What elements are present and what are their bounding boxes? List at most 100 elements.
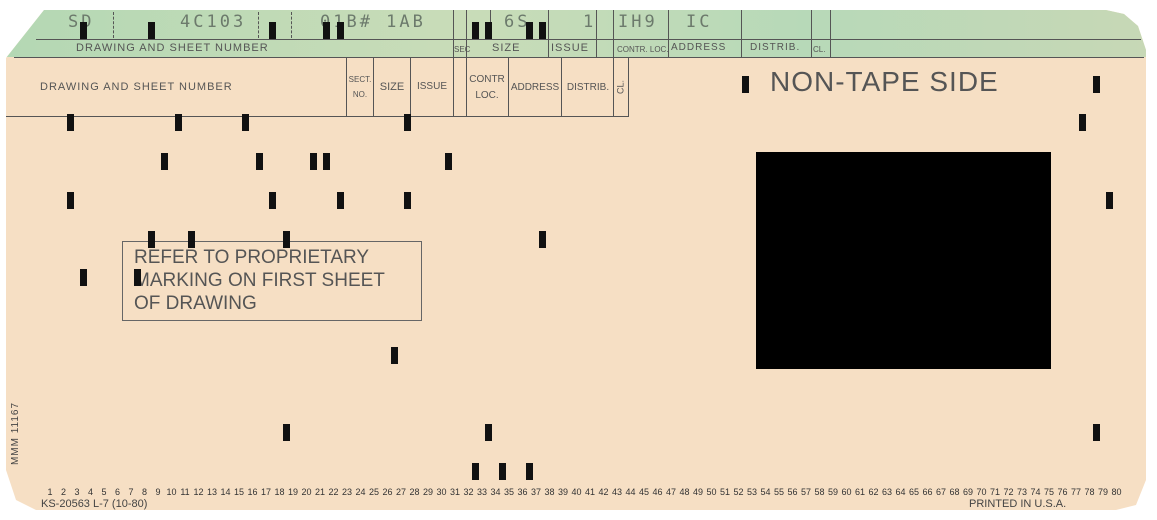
column-number: 40 <box>571 487 582 497</box>
field-divider <box>453 10 454 116</box>
column-number: 24 <box>355 487 366 497</box>
column-number: 16 <box>247 487 258 497</box>
field-divider <box>113 12 114 38</box>
column-number: 42 <box>598 487 609 497</box>
punch-hole <box>404 191 411 209</box>
field-divider <box>830 10 831 57</box>
column-number: 4 <box>87 487 93 497</box>
header-address: ADDRESS <box>510 82 560 93</box>
column-number: 21 <box>314 487 325 497</box>
band-label-distrib: DISTRIB. <box>750 42 801 53</box>
header-divider <box>628 57 629 116</box>
punch-hole <box>471 22 479 39</box>
interp-contr: IH9 <box>618 12 658 32</box>
field-divider <box>668 10 669 57</box>
column-number: 62 <box>868 487 879 497</box>
column-number: 48 <box>679 487 690 497</box>
header-sect: SECT. NO. <box>348 75 372 99</box>
column-number: 45 <box>638 487 649 497</box>
column-number: 33 <box>476 487 487 497</box>
column-number: 31 <box>449 487 460 497</box>
column-number: 56 <box>787 487 798 497</box>
header-divider <box>346 57 347 116</box>
column-number: 58 <box>814 487 825 497</box>
column-number: 65 <box>908 487 919 497</box>
column-number: 3 <box>74 487 80 497</box>
column-number: 54 <box>760 487 771 497</box>
field-divider <box>596 10 597 57</box>
band-label-drawing: DRAWING AND SHEET NUMBER <box>76 42 269 54</box>
punch-hole <box>309 153 317 171</box>
punch-hole <box>525 462 533 480</box>
field-divider <box>291 12 292 38</box>
film-aperture <box>756 152 1051 369</box>
band-rule <box>14 57 1144 58</box>
header-size: SIZE <box>379 81 405 93</box>
printed-in: PRINTED IN U.S.A. <box>969 498 1067 510</box>
punch-hole <box>269 22 276 39</box>
column-number: 27 <box>395 487 406 497</box>
column-number: 66 <box>922 487 933 497</box>
column-number: 79 <box>1097 487 1108 497</box>
column-number: 13 <box>206 487 217 497</box>
header-rule <box>6 116 629 117</box>
punch-hole <box>1092 424 1100 441</box>
punch-hole <box>323 22 330 39</box>
column-number: 64 <box>895 487 906 497</box>
punch-hole <box>1079 114 1086 132</box>
proprietary-notice: REFER TO PROPRIETARY MARKING ON FIRST SH… <box>122 241 422 321</box>
column-number: 41 <box>584 487 595 497</box>
column-number: 39 <box>557 487 568 497</box>
column-number: 12 <box>193 487 204 497</box>
column-number: 49 <box>692 487 703 497</box>
header-drawing: DRAWING AND SHEET NUMBER <box>40 81 233 93</box>
column-number: 11 <box>180 487 190 497</box>
punch-hole <box>539 230 546 248</box>
punch-hole <box>741 75 749 93</box>
column-number: 9 <box>155 487 161 497</box>
column-number: 37 <box>530 487 541 497</box>
form-id: KS-20563 L-7 (10-80) <box>41 498 148 510</box>
punch-hole <box>255 153 263 171</box>
band-label-contr: CONTR. LOC. <box>617 45 669 54</box>
band-label-size: SIZE <box>492 42 521 54</box>
column-number: 17 <box>260 487 271 497</box>
column-number: 10 <box>166 487 177 497</box>
punch-hole <box>323 153 330 171</box>
header-divider <box>561 57 562 116</box>
header-divider <box>466 57 467 116</box>
interp-sheet: 01B# 1AB <box>320 12 426 32</box>
field-divider <box>466 10 467 57</box>
column-number: 68 <box>949 487 960 497</box>
header-cl: CL. <box>615 80 626 95</box>
header-divider <box>508 57 509 116</box>
field-divider <box>548 10 549 57</box>
punch-hole <box>404 114 411 132</box>
column-number: 73 <box>1016 487 1027 497</box>
column-number: 15 <box>233 487 244 497</box>
aperture-card: SD 4C103 01B# 1AB 6S 1 IH9 IC DRAWING AN… <box>6 10 1146 510</box>
punch-hole <box>485 22 492 39</box>
header-distrib: DISTRIB. <box>566 82 610 93</box>
punch-hole <box>80 269 87 287</box>
column-number: 18 <box>274 487 285 497</box>
punch-hole <box>539 22 546 39</box>
column-number: 29 <box>422 487 433 497</box>
column-number: 57 <box>800 487 811 497</box>
interpretation-band <box>6 10 1146 57</box>
punch-hole <box>336 191 344 209</box>
interp-drawing: 4C103 <box>180 12 247 32</box>
column-number: 38 <box>544 487 555 497</box>
column-number: 78 <box>1084 487 1095 497</box>
punch-hole <box>147 22 155 39</box>
punch-hole <box>498 462 506 480</box>
column-number: 2 <box>60 487 66 497</box>
punch-hole <box>1092 75 1100 93</box>
punch-hole <box>282 230 290 248</box>
column-number: 44 <box>625 487 636 497</box>
punch-hole <box>66 191 74 209</box>
punch-hole <box>471 462 479 480</box>
column-number: 74 <box>1030 487 1041 497</box>
field-divider <box>613 10 614 116</box>
band-label-sec: SEC <box>454 45 471 54</box>
